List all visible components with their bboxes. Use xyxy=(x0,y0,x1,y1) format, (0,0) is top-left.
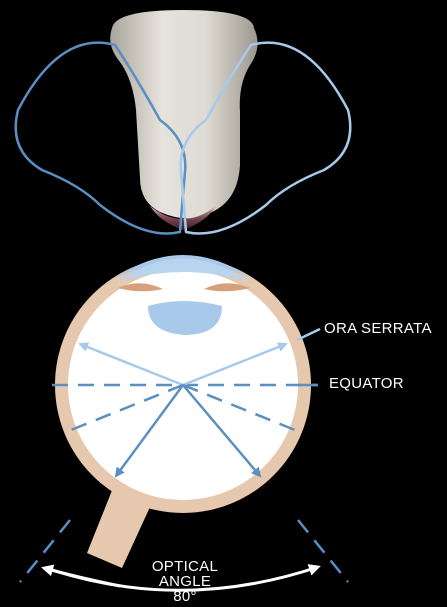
optical-angle-arc-start xyxy=(44,568,120,586)
optical-angle-label-line2: ANGLE xyxy=(120,574,250,589)
field-line-right-lower xyxy=(298,520,348,582)
optical-angle-label-line1: OPTICAL xyxy=(120,559,250,574)
optical-angle-label-value: 80° xyxy=(120,589,250,604)
ora-serrata-label: ORA SERRATA xyxy=(324,320,432,337)
equator-label: EQUATOR xyxy=(329,375,404,392)
